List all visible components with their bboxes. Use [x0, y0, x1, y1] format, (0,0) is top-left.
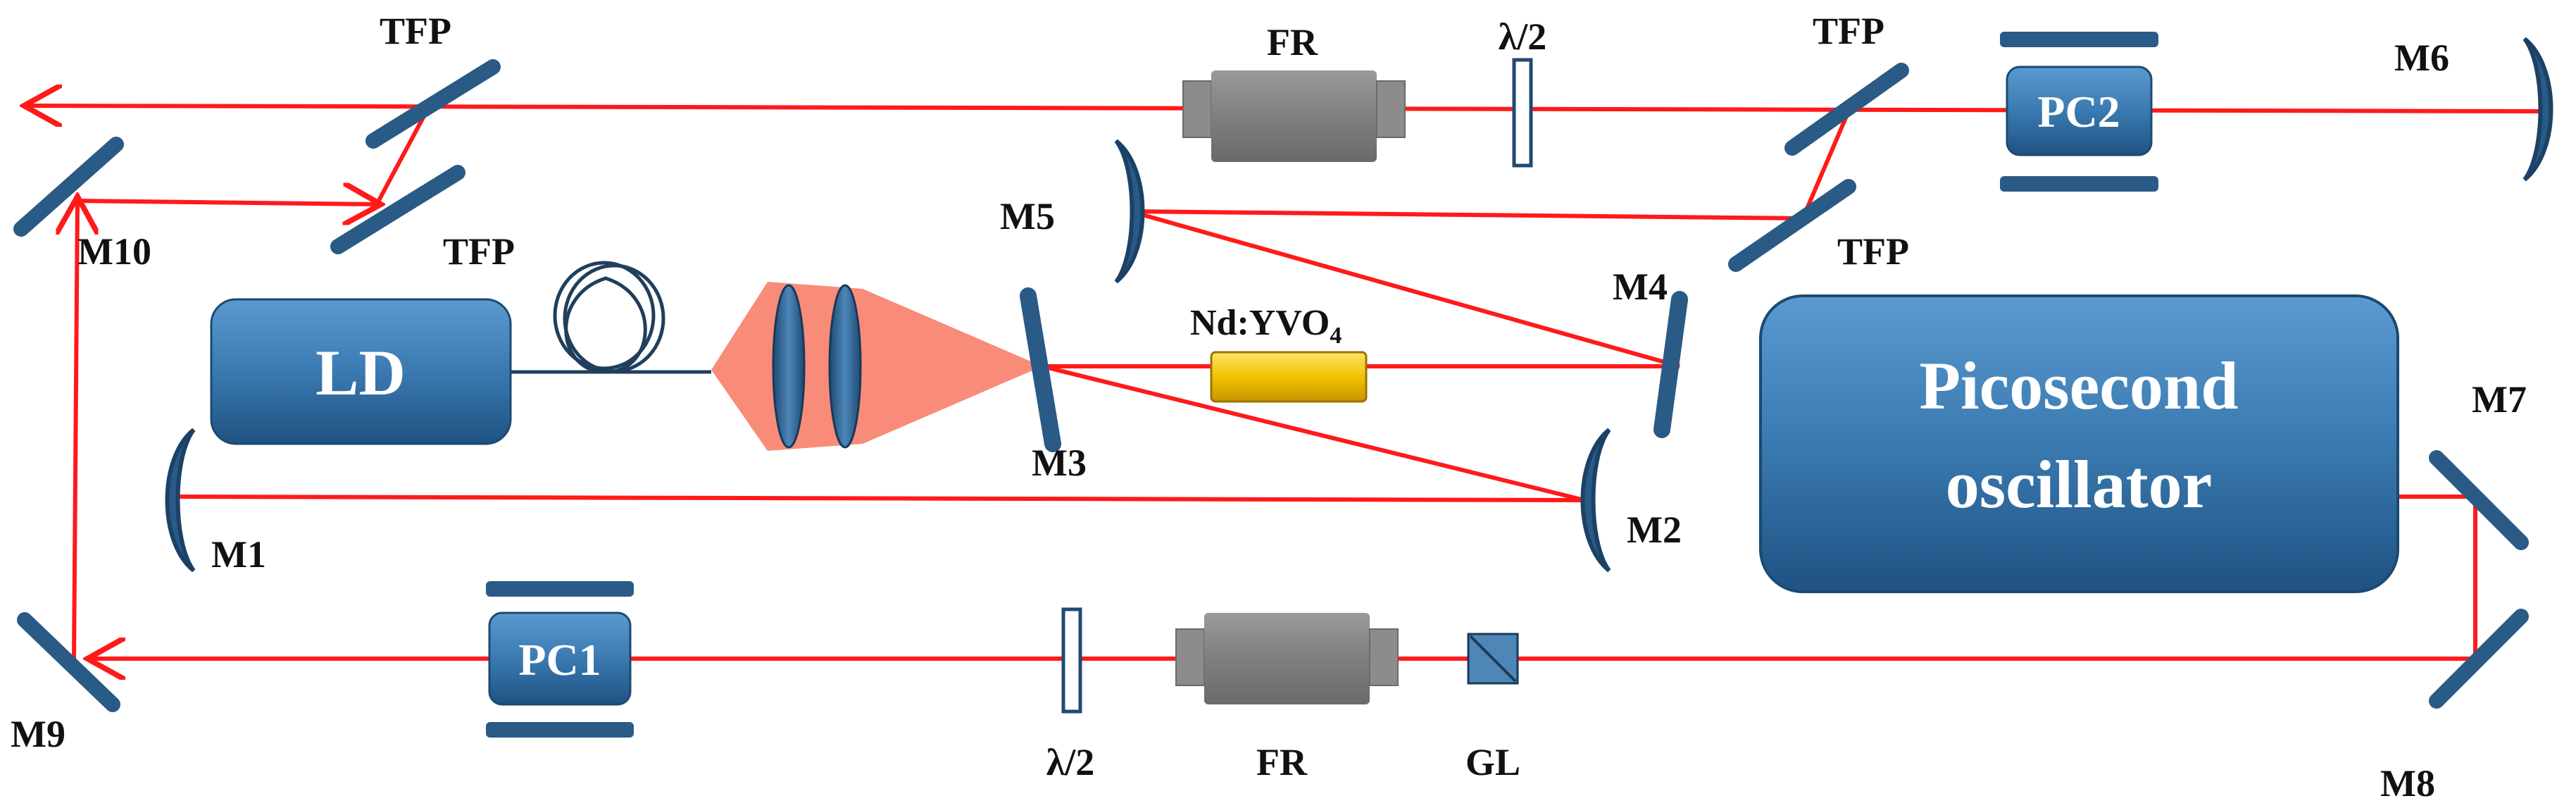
- beam-tfp-to-m5: [1130, 209, 1803, 220]
- lens-1: [772, 284, 806, 449]
- lens-2: [828, 284, 862, 449]
- m4-mirror: [1653, 291, 1688, 438]
- m1-mirror: [165, 428, 196, 573]
- m8-label: M8: [2380, 762, 2435, 804]
- pockels-cell-2: PC2: [2000, 32, 2158, 192]
- gl-label: GL: [1465, 741, 1520, 783]
- m7-mirror: [2429, 450, 2529, 550]
- beam-m9-to-m10: [74, 201, 77, 659]
- m5-mirror: [1114, 139, 1145, 284]
- m10-mirror: [13, 137, 124, 237]
- tfp-top-left-label: TFP: [380, 10, 451, 52]
- hwp-top-label: λ/2: [1499, 15, 1547, 58]
- hwp-bottom-label: λ/2: [1046, 741, 1095, 783]
- crystal: Nd:YVO4: [1190, 303, 1368, 403]
- faraday-rotator-bottom: FR: [1175, 613, 1399, 783]
- crystal-label-sub: 4: [1330, 323, 1342, 349]
- m10-label: M10: [77, 230, 151, 273]
- m3-mirror: [1020, 287, 1061, 452]
- pc1-label: PC1: [518, 635, 601, 685]
- m8-mirror: [2429, 609, 2529, 709]
- m6-mirror: [2522, 37, 2553, 182]
- tfp-top-left-plate: [365, 59, 501, 149]
- tfp-plates: [330, 59, 1909, 272]
- beam-m5-to-m4: [1130, 209, 1680, 368]
- tfp-top-right-label: TFP: [1813, 10, 1884, 52]
- tfp-mid-left-label: TFP: [443, 230, 515, 273]
- beam-tfp-left-diagonal: [375, 104, 432, 206]
- oscillator-line1: Picosecond: [1919, 348, 2238, 423]
- m2-label: M2: [1627, 509, 1682, 551]
- curved-mirrors: [165, 37, 2553, 573]
- fiber: [511, 261, 711, 374]
- faraday-rotator-top: FR: [1182, 21, 1406, 162]
- pc2-label: PC2: [2037, 87, 2120, 137]
- m1-label: M1: [211, 533, 266, 576]
- ld-label: LD: [315, 337, 406, 409]
- m9-mirror: [17, 612, 120, 712]
- oscillator-line2: oscillator: [1946, 447, 2213, 522]
- m7-label: M7: [2472, 378, 2527, 421]
- focusing-lenses: [772, 284, 862, 449]
- tfp-mid-right-label: TFP: [1837, 230, 1909, 273]
- picosecond-oscillator: Picosecond oscillator: [1759, 294, 2399, 593]
- glan-prism: GL: [1465, 633, 1520, 783]
- m9-label: M9: [11, 713, 65, 755]
- half-wave-plate-bottom: λ/2: [1046, 607, 1095, 783]
- fr-bottom-label: FR: [1256, 741, 1308, 783]
- pockels-cell-1: PC1: [486, 581, 634, 738]
- m3-label: M3: [1032, 442, 1087, 484]
- tfp-mid-left-plate: [330, 165, 465, 254]
- m6-label: M6: [2394, 37, 2449, 79]
- beam-m2-to-m1: [179, 495, 1585, 502]
- beam-m3-to-m2: [1042, 364, 1585, 502]
- crystal-label-main: Nd:YVO: [1190, 303, 1330, 343]
- ld-box: LD: [210, 298, 512, 445]
- fr-top-label: FR: [1267, 21, 1318, 63]
- tfp-mid-right-plate: [1728, 179, 1856, 272]
- beam-tfp-right-diagonal: [1801, 110, 1851, 220]
- m5-label: M5: [1000, 195, 1055, 237]
- flat-mirrors: [13, 137, 2529, 712]
- m4-label: M4: [1613, 266, 1668, 308]
- half-wave-plate-top: λ/2: [1499, 15, 1547, 168]
- beam-m10-to-tfp: [77, 201, 377, 204]
- tfp-top-right-plate: [1784, 63, 1909, 156]
- pump-cone: [711, 282, 1042, 451]
- crystal-label: Nd:YVO4: [1190, 303, 1342, 349]
- m2-mirror: [1580, 428, 1611, 573]
